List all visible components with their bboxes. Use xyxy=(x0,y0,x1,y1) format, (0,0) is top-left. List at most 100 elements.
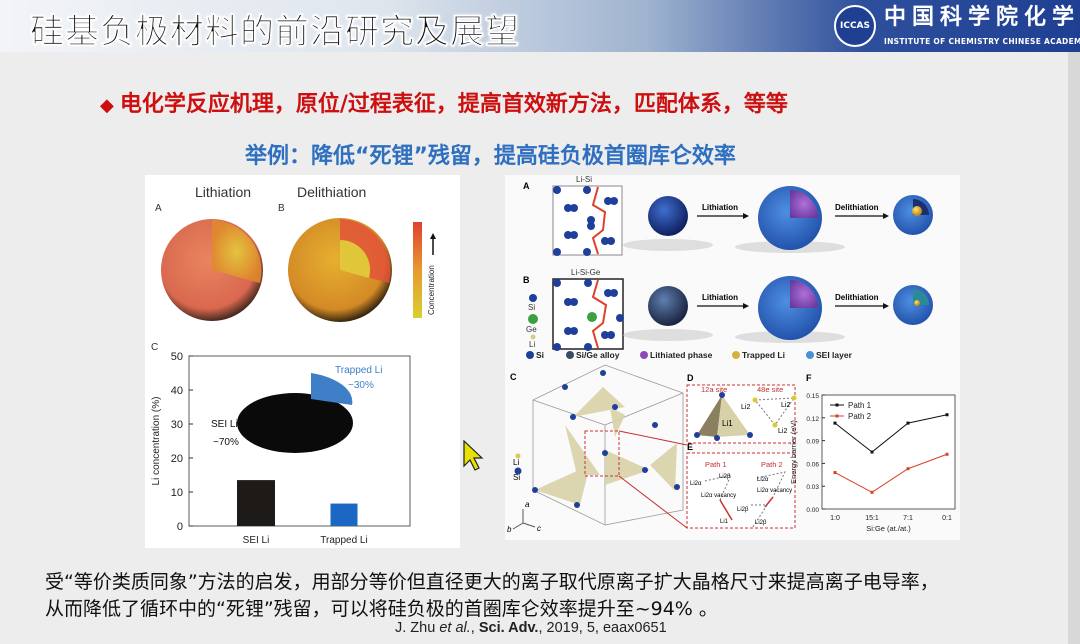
iccas-logo: ICCAS xyxy=(834,5,876,47)
delithiation-arrow-label: Delithiation xyxy=(835,203,879,212)
d-li2: Li2 xyxy=(781,402,791,409)
diamond-icon: ◆ xyxy=(100,95,114,116)
pie-label-sei: SEI Li xyxy=(211,419,238,430)
e-li2b: Li2β xyxy=(719,474,731,480)
bullet-point: ◆电化学反应机理，原位/过程表征，提高首效新方法，匹配体系，等等 xyxy=(100,86,788,118)
e-li2a-2: Li2α xyxy=(757,477,769,483)
side-legend-si: Si xyxy=(528,303,536,312)
data-point xyxy=(945,452,949,456)
data-point xyxy=(870,490,874,494)
series-line-1 xyxy=(834,414,948,453)
e-li2a: Li2α xyxy=(690,481,702,487)
slide-title: 硅基负极材料的前沿研究及展望 xyxy=(30,12,520,53)
e-li2b-2: Li2β xyxy=(737,507,749,513)
delithiation-arrow-label-b: Delithiation xyxy=(835,293,879,302)
lattice-label-li-si: Li-Si xyxy=(576,175,593,184)
legend-swatch xyxy=(640,351,648,359)
data-point xyxy=(833,471,837,475)
y-tick-label: 0 xyxy=(177,521,183,533)
c-legend-si: Si xyxy=(513,473,521,482)
citation-sep: , xyxy=(470,620,479,636)
bar-sei-li xyxy=(237,480,275,526)
x-tick-label: Trapped Li xyxy=(320,535,367,546)
lattice-label-li-si-ge: Li-Si-Ge xyxy=(571,268,601,277)
delithiation-label: Delithiation xyxy=(297,184,367,200)
legend-label: Trapped Li xyxy=(742,350,785,360)
plot-frame xyxy=(188,355,411,527)
citation: J. Zhu et al., Sci. Adv., 2019, 5, eaax0… xyxy=(395,620,667,636)
d-li2: Li2 xyxy=(778,428,788,435)
panel-label-a: A xyxy=(523,181,530,191)
scrollbar[interactable] xyxy=(1068,52,1080,644)
pie-slice-sei xyxy=(237,393,353,453)
citation-journal: Sci. Adv. xyxy=(478,620,539,636)
e-path2: Path 2 xyxy=(761,460,783,469)
d-site-48e: 48e site xyxy=(757,385,784,394)
pie-slice-trapped xyxy=(311,373,353,405)
y-tick-label: 0.06 xyxy=(806,461,819,468)
lattice-li-si-ge xyxy=(528,278,624,351)
y-tick-label: 0.03 xyxy=(806,484,819,491)
x-tick-label: 0:1 xyxy=(942,515,952,522)
x-axis-label: Si:Ge (at./at.) xyxy=(866,524,911,533)
slide-header xyxy=(0,0,1080,52)
e-vacancy-2: Li2α vacancy xyxy=(757,488,793,494)
legend-label: Path 1 xyxy=(848,401,872,410)
e-path1: Path 1 xyxy=(705,460,727,469)
legend-swatch xyxy=(732,351,740,359)
y-tick-label: 40 xyxy=(171,385,183,397)
legend-label: Si/Ge alloy xyxy=(576,350,620,360)
panel-label-d: D xyxy=(687,373,694,383)
legend-marker xyxy=(835,414,839,418)
mouse-cursor-icon xyxy=(463,440,484,471)
side-legend-ge: Ge xyxy=(526,325,537,334)
concentration-colorbar xyxy=(413,222,422,318)
panel-label-c: C xyxy=(151,342,159,353)
si-sphere xyxy=(648,196,688,236)
lattice-li-si xyxy=(552,185,623,256)
y-tick-label: 0.15 xyxy=(806,393,819,400)
d-li1: Li1 xyxy=(722,419,733,428)
org-name-cn: 中国科学院化学研 xyxy=(884,5,1080,30)
y-axis-label: Energy barrier (eV) xyxy=(789,420,798,484)
pie-pct-trapped: ~30% xyxy=(348,380,374,391)
d-li2: Li2 xyxy=(741,404,751,411)
pie-pct-sei: ~70% xyxy=(213,437,239,448)
body-text-line-1: 受“等价类质同象”方法的启发，用部分等价但直径更大的离子取代原离子扩大晶格尺寸来… xyxy=(45,571,939,593)
y-tick-label: 0.00 xyxy=(806,507,819,514)
axis-a-label: a xyxy=(525,500,530,509)
crystal-structure-cube xyxy=(532,364,684,526)
y-tick-label: 0.12 xyxy=(806,416,819,423)
c-legend-li: Li xyxy=(513,458,520,467)
lithiation-arrow-label: Lithiation xyxy=(702,203,738,212)
y-tick-label: 30 xyxy=(171,419,183,431)
panel-label-e: E xyxy=(687,442,694,452)
lithiation-label: Lithiation xyxy=(195,184,252,200)
x-tick-label: 15:1 xyxy=(865,515,879,522)
panel-label-c: C xyxy=(510,372,517,382)
panel-label-b: B xyxy=(278,203,285,214)
legend-swatch xyxy=(526,351,534,359)
citation-authors: J. Zhu xyxy=(395,620,440,636)
legend-marker xyxy=(835,403,839,407)
e-li2b-3: Li2β xyxy=(755,520,767,526)
y-tick-label: 50 xyxy=(171,351,183,363)
x-tick-label: 1:0 xyxy=(830,515,840,522)
panel-label-a: A xyxy=(155,203,162,214)
data-point xyxy=(945,413,949,417)
series-line-2 xyxy=(834,453,948,493)
axis-b-label: b xyxy=(507,525,512,534)
pie-chart xyxy=(237,373,353,453)
sige-sphere xyxy=(648,286,688,326)
arrows xyxy=(697,215,883,307)
pie-label-trapped: Trapped Li xyxy=(335,365,383,376)
data-point xyxy=(906,467,910,471)
side-legend-li: Li xyxy=(529,340,536,349)
e-li1: Li1 xyxy=(720,519,729,525)
legend-label: Path 2 xyxy=(848,412,872,421)
